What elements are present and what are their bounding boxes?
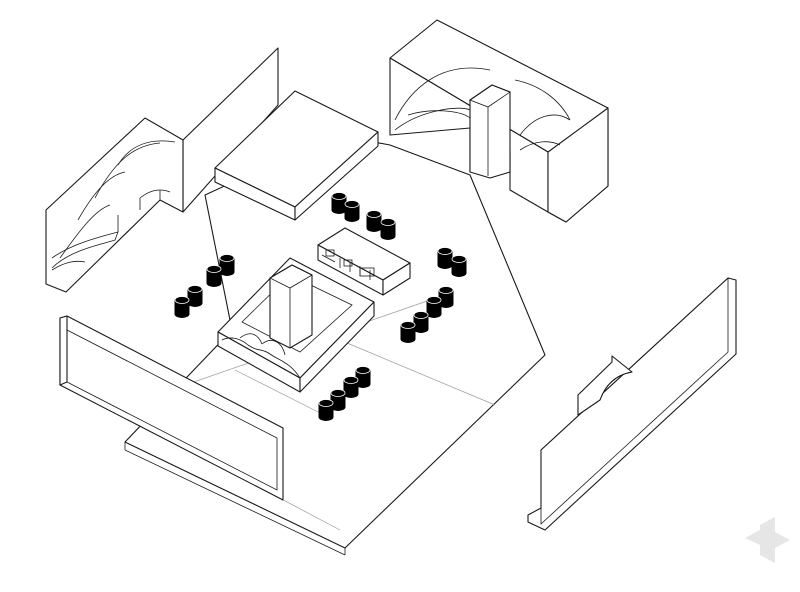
raised-platform <box>214 90 379 221</box>
bar-stool <box>344 200 360 222</box>
bar-stool <box>331 192 347 214</box>
bar-stool <box>413 311 429 333</box>
bar-stools <box>174 192 467 421</box>
central-island <box>217 257 375 393</box>
front-right-wall <box>527 277 737 531</box>
bar-stool <box>437 247 453 269</box>
bar-stool <box>426 296 442 318</box>
bar-stool <box>400 321 416 343</box>
bar-stool <box>355 366 371 388</box>
bar-stool <box>318 399 334 421</box>
bar-stool <box>219 254 235 276</box>
bar-counter <box>317 227 411 296</box>
left-booth-wall <box>45 47 279 293</box>
bar-stool <box>187 285 203 307</box>
bar-stool <box>343 376 359 398</box>
bar-stool <box>174 296 190 318</box>
back-booth <box>389 19 609 223</box>
bar-stool <box>451 255 467 277</box>
bar-stool <box>330 389 346 411</box>
bar-stool <box>206 265 222 287</box>
bar-stool <box>366 210 382 232</box>
bar-stool <box>380 218 396 240</box>
front-panel-wall <box>59 315 284 501</box>
plus-cross-icon <box>745 517 790 563</box>
